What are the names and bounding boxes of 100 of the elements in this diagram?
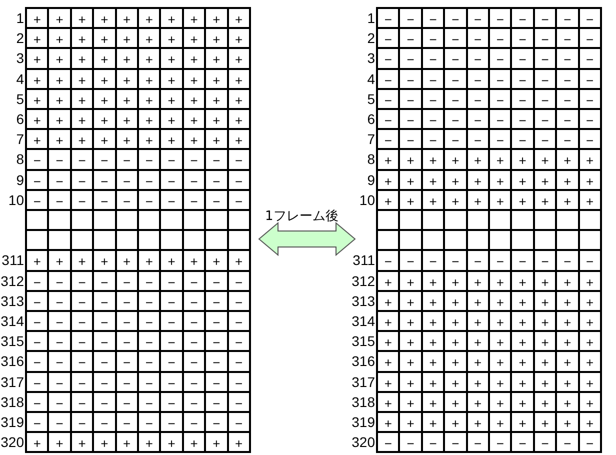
table-cell: + bbox=[139, 70, 162, 90]
table-cell: − bbox=[468, 130, 490, 150]
table-cell: − bbox=[161, 312, 184, 332]
table-cell: + bbox=[94, 29, 117, 50]
table-cell: + bbox=[512, 312, 535, 332]
table-cell: + bbox=[139, 90, 162, 110]
row-number: 318 bbox=[0, 392, 24, 411]
table-cell: + bbox=[139, 49, 162, 70]
table-cell: + bbox=[580, 150, 602, 171]
table-cell: − bbox=[94, 170, 117, 191]
table-cell: − bbox=[400, 130, 423, 150]
table-cell: + bbox=[378, 150, 400, 171]
table-cell: − bbox=[116, 190, 139, 211]
table-cell: + bbox=[378, 352, 400, 373]
table-cell: + bbox=[206, 130, 229, 150]
table-cell: + bbox=[161, 9, 184, 30]
table-cell: + bbox=[580, 392, 602, 413]
row-number: 10 bbox=[7, 190, 24, 209]
row-number: 316 bbox=[0, 352, 24, 370]
table-cell: − bbox=[94, 150, 117, 171]
table-cell: − bbox=[139, 190, 162, 211]
table-cell: − bbox=[72, 372, 94, 393]
table-cell: − bbox=[534, 49, 558, 70]
table-cell: − bbox=[445, 130, 468, 150]
table-cell: + bbox=[512, 332, 535, 352]
table-cell: − bbox=[468, 9, 490, 30]
row-number: 7 bbox=[15, 130, 24, 148]
table-cell: + bbox=[580, 352, 602, 373]
table-cell: + bbox=[184, 251, 206, 272]
table-cell: + bbox=[468, 332, 490, 352]
table-cell: + bbox=[580, 332, 602, 352]
table-cell: − bbox=[139, 272, 162, 292]
table-cell: − bbox=[116, 413, 139, 434]
table-cell: + bbox=[94, 130, 117, 150]
table-cell: + bbox=[512, 170, 535, 191]
table-cell: + bbox=[557, 332, 580, 352]
table-cell: − bbox=[72, 190, 94, 211]
table-cell: + bbox=[468, 352, 490, 373]
table-cell: + bbox=[72, 90, 94, 110]
table-cell: − bbox=[228, 392, 251, 413]
row-number: 3 bbox=[15, 49, 24, 68]
table-cell: + bbox=[534, 150, 558, 171]
table-cell: − bbox=[139, 292, 162, 312]
table-cell: + bbox=[206, 9, 229, 30]
table-cell: − bbox=[422, 29, 446, 50]
table-cell: + bbox=[184, 29, 206, 50]
table-cell: − bbox=[94, 292, 117, 312]
table-cell: − bbox=[557, 251, 580, 272]
table-cell: + bbox=[422, 190, 446, 211]
table-cell: + bbox=[49, 433, 72, 454]
table-cell: + bbox=[228, 433, 251, 454]
row-number: 320 bbox=[0, 433, 24, 452]
table-cell: − bbox=[378, 251, 400, 272]
row-number: 311 bbox=[352, 251, 375, 270]
table-cell: + bbox=[94, 110, 117, 130]
table-cell: + bbox=[468, 150, 490, 171]
table-cell: − bbox=[512, 130, 535, 150]
row-number: 312 bbox=[350, 272, 375, 290]
table-cell: − bbox=[534, 110, 558, 130]
table-cell: + bbox=[161, 130, 184, 150]
table-cell: + bbox=[422, 372, 446, 393]
table-cell: + bbox=[400, 272, 423, 292]
table-cell: + bbox=[49, 49, 72, 70]
table-cell: + bbox=[378, 413, 400, 434]
table-cell: − bbox=[49, 392, 72, 413]
table-cell: + bbox=[534, 413, 558, 434]
table-cell: − bbox=[27, 170, 50, 191]
table-cell: − bbox=[228, 272, 251, 292]
table-cell: − bbox=[94, 332, 117, 352]
table-cell: − bbox=[49, 150, 72, 171]
table-cell: − bbox=[400, 49, 423, 70]
table-cell: + bbox=[184, 90, 206, 110]
table-cell: + bbox=[445, 413, 468, 434]
table-cell: − bbox=[139, 170, 162, 191]
table-cell: + bbox=[72, 49, 94, 70]
table-cell: − bbox=[512, 29, 535, 50]
table-cell: − bbox=[445, 70, 468, 90]
row-number: 1 bbox=[366, 9, 375, 27]
table-cell: + bbox=[512, 372, 535, 393]
table-cell: − bbox=[206, 372, 229, 393]
table-cell: − bbox=[228, 413, 251, 434]
table-cell: + bbox=[468, 190, 490, 211]
table-cell: + bbox=[378, 312, 400, 332]
table-cell: − bbox=[557, 433, 580, 454]
table-cell: + bbox=[445, 392, 468, 413]
table-cell: − bbox=[228, 170, 251, 191]
table-cell: − bbox=[184, 292, 206, 312]
table-cell: + bbox=[228, 90, 251, 110]
table-cell: + bbox=[72, 433, 94, 454]
table-cell: − bbox=[400, 110, 423, 130]
table-cell: − bbox=[206, 413, 229, 434]
table-cell: + bbox=[490, 272, 512, 292]
table-cell: + bbox=[468, 372, 490, 393]
table-cell: − bbox=[184, 352, 206, 373]
table-cell: − bbox=[94, 392, 117, 413]
table-cell: + bbox=[468, 312, 490, 332]
table-cell: + bbox=[557, 312, 580, 332]
row-number: 315 bbox=[0, 332, 24, 350]
table-cell: − bbox=[445, 251, 468, 272]
table-cell: + bbox=[184, 70, 206, 90]
